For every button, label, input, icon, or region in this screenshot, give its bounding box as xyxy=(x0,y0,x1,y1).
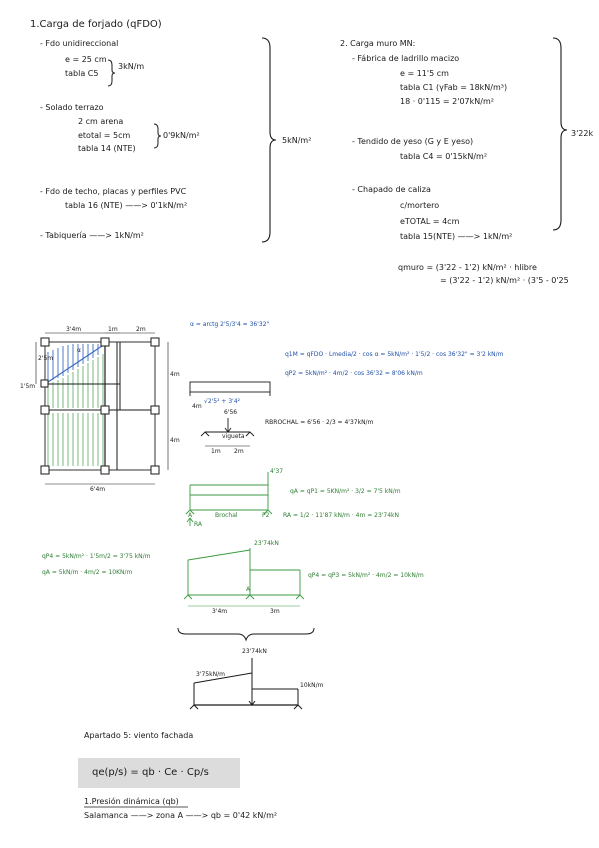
plan-dim-4b: 4m xyxy=(170,437,180,444)
mid-dim-34: 3'4m xyxy=(212,608,228,615)
qp4-right-calc: qP4 = qP3 = 5kN/m² · 4m/2 = 10kN/m xyxy=(308,572,424,579)
beam-dim-4m: 4m xyxy=(192,403,202,410)
brace-left-total xyxy=(261,37,277,243)
fabrica-tabla: tabla C1 (γFab = 18kN/m³) xyxy=(400,83,508,92)
fdo-value: 3kN/m xyxy=(118,62,145,71)
plan-alpha: α xyxy=(77,347,81,354)
solado-etotal: etotal = 5cm xyxy=(78,131,131,140)
qa-calc: qA = qP1 = 5KN/m² · 3/2 = 7'5 kN/m xyxy=(290,488,401,495)
tabiqueria: - Tabiquería ——> 1kN/m² xyxy=(40,231,144,240)
vigueta-dim-1m: 1m xyxy=(211,448,221,455)
formula: qe(p/s) = qb · Ce · Cp/s xyxy=(92,767,209,778)
q1-calc: q1M = qFDO · Lmedia/2 · cos α = 5kN/m² ·… xyxy=(285,351,504,358)
brace-solado xyxy=(153,123,162,149)
formula-box xyxy=(78,758,240,788)
result-right: 10kN/m xyxy=(300,682,324,689)
vigueta-label: vigueta xyxy=(222,433,245,440)
left-total: 5kN/m² xyxy=(282,136,312,145)
plan-dim-34: 3'4m xyxy=(66,326,82,333)
brace-right-total xyxy=(552,37,568,231)
brochal-beam xyxy=(185,472,273,526)
qmuro-line-2: = (3'22 - 1'2) kN/m² · (3'5 - 0'25 xyxy=(440,276,569,285)
qp4-calc: qP4 = 5kN/m² · 1'5m/2 = 3'75 kN/m xyxy=(42,553,151,560)
brochal-label: Brochal xyxy=(215,512,238,519)
vigueta-dim-2m: 2m xyxy=(234,448,244,455)
techo-title: - Fdo de techo, placas y perfiles PVC xyxy=(40,187,187,196)
fabrica-calc: 18 · 0'115 = 2'07kN/m² xyxy=(400,97,494,106)
fdo-tabla: tabla C5 xyxy=(65,69,99,78)
alpha-calc: α = arctg 2'5/3'4 = 36'32" xyxy=(190,321,270,328)
plan-dim-64: 6'4m xyxy=(90,486,106,493)
fabrica-title: - Fábrica de ladrillo macizo xyxy=(352,54,460,63)
plan-dim-4a: 4m xyxy=(170,371,180,378)
node-a: A xyxy=(188,512,193,519)
qmuro-line-1: qmuro = (3'22 - 1'2) kN/m² · hlibre xyxy=(398,263,537,272)
node-p2: P2 xyxy=(262,512,270,519)
yeso-title: - Tendido de yeso (G y E yeso) xyxy=(352,137,474,146)
solado-value: 0'9kN/m² xyxy=(163,131,200,140)
ra-label: RA xyxy=(194,521,203,528)
chapado-tabla: tabla 15(NTE) ——> 1kN/m² xyxy=(400,232,513,241)
brace-fdo xyxy=(107,59,116,87)
plan-dim-15: 1'5m xyxy=(20,383,36,390)
r-brochal: RBROCHAL = 6'56 · 2/3 = 4'37kN/m xyxy=(265,419,374,426)
mid-node-a: A xyxy=(246,586,251,593)
inclined-beam xyxy=(189,381,271,447)
apartado-title: Apartado 5: viento fachada xyxy=(84,731,194,740)
fdo-title: - Fdo unidireccional xyxy=(40,39,119,48)
load-656: 6'56 xyxy=(224,409,238,416)
chapado-etotal: eTOTAL = 4cm xyxy=(400,217,460,226)
techo-line: tabla 16 (NTE) ——> 0'1kN/m² xyxy=(65,201,188,210)
structural-plan xyxy=(35,332,169,485)
mid-load: 23'74kN xyxy=(254,540,279,547)
fabrica-e: e = 11'5 cm xyxy=(400,69,449,78)
chapado-mortero: c/mortero xyxy=(400,201,440,210)
forjado-title: 1.Carga de forjado (qFDO) xyxy=(30,19,162,30)
result-left: 3'75kN/m xyxy=(196,671,225,678)
solado-title: - Solado terrazo xyxy=(40,103,104,112)
plan-dim-25: 2'5m xyxy=(38,355,54,362)
fdo-e: e = 25 cm xyxy=(65,55,107,64)
load-437: 4'37 xyxy=(270,468,284,475)
presion-title: 1.Presión dinámica (qb) xyxy=(84,797,179,806)
mid-dim-3m: 3m xyxy=(270,608,280,615)
plan-dim-2m: 2m xyxy=(136,326,146,333)
result-beam xyxy=(189,658,303,710)
brace-beam xyxy=(177,627,315,642)
ra-calc: RA = 1/2 · 11'87 kN/m · 4m = 23'74kN xyxy=(283,512,400,519)
q2-calc: qP2 = 5kN/m² · 4m/2 · cos 36'32 = 8'06 k… xyxy=(285,370,423,377)
solado-tabla: tabla 14 (NTE) xyxy=(78,144,136,153)
result-load: 23'74kN xyxy=(242,648,267,655)
yeso-tabla: tabla C4 = 0'15kN/m² xyxy=(400,152,488,161)
plan-dim-1m: 1m xyxy=(108,326,118,333)
qa-mid-calc: qA = 5kN/m · 4m/2 = 10KN/m xyxy=(42,569,133,576)
beam-length: √2'5² + 3'4² xyxy=(204,398,241,405)
presion-line: Salamanca ——> zona A ——> qb = 0'42 kN/m² xyxy=(84,811,278,820)
muro-title: 2. Carga muro MN: xyxy=(340,39,416,48)
chapado-title: - Chapado de caliza xyxy=(352,185,431,194)
right-total: 3'22k xyxy=(571,129,594,138)
continuous-beam xyxy=(183,548,305,607)
solado-arena: 2 cm arena xyxy=(78,117,124,126)
